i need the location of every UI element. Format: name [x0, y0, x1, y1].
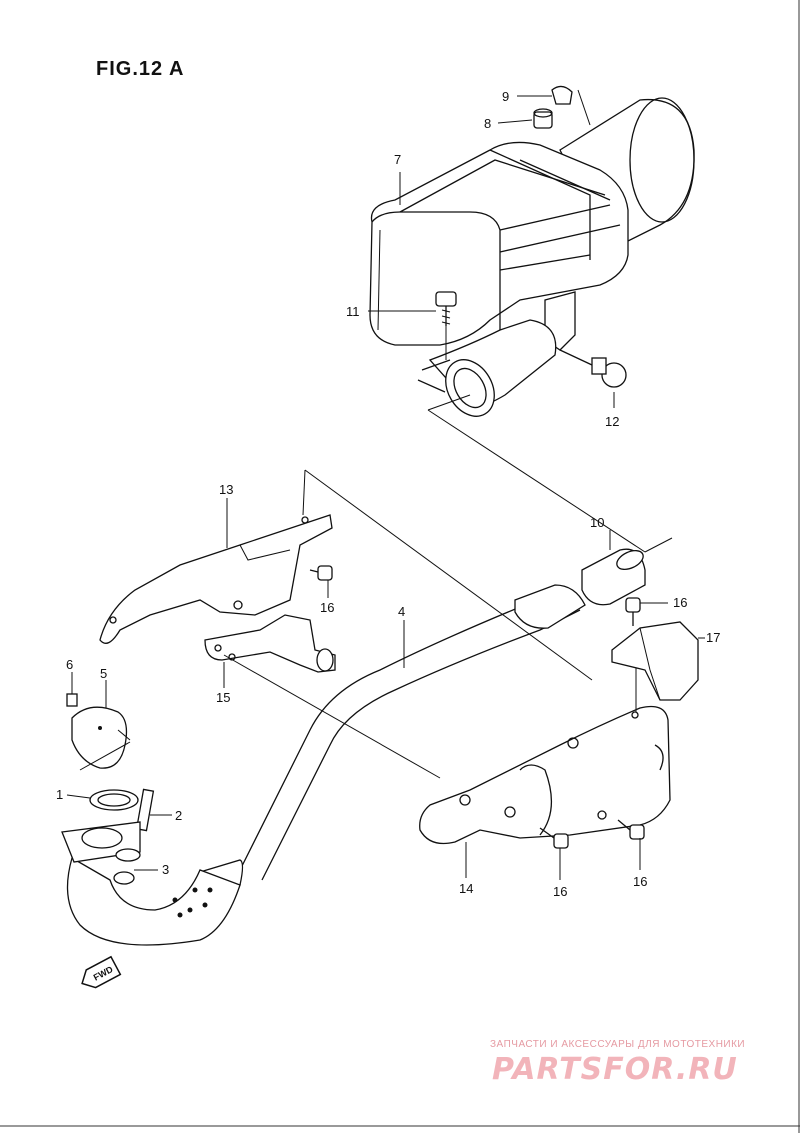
figure-title: FIG.12 A — [96, 58, 185, 80]
callout-5: 5 — [100, 666, 107, 681]
forward-direction-marker: FWD — [81, 955, 122, 989]
bolt-part-16-upper-left[interactable] — [309, 565, 333, 581]
callout-9: 9 — [502, 89, 509, 104]
nut-part-8[interactable] — [533, 108, 553, 129]
stud-part-2[interactable] — [135, 788, 155, 832]
leader-lines — [66, 95, 705, 880]
watermark-logo: PARTSFOR.RU — [492, 1052, 738, 1087]
watermark-caption: ЗАПЧАСТИ И АКСЕССУАРЫ ДЛЯ МОТОТЕХНИКИ — [490, 1039, 746, 1050]
bracket-part-17[interactable] — [611, 621, 699, 701]
assembly-guide-lines — [79, 326, 673, 779]
bolt-part-11[interactable] — [435, 291, 457, 326]
callout-8: 8 — [484, 116, 491, 131]
callout-4: 4 — [398, 604, 405, 619]
heat-shield-part-14[interactable] — [419, 705, 671, 845]
callout-13: 13 — [219, 482, 233, 497]
bolt-part-16-lower-middle[interactable] — [539, 827, 569, 849]
cap-part-9[interactable] — [551, 85, 573, 105]
gasket-part-1[interactable] — [89, 789, 139, 811]
bolt-part-16-lower-right[interactable] — [617, 819, 645, 840]
exhaust-pipe-part-4[interactable] — [66, 584, 586, 946]
screw-part-6[interactable] — [66, 693, 78, 707]
callout-11: 11 — [346, 304, 360, 319]
connector-tube-part-10[interactable] — [581, 547, 646, 606]
bracket-part-15[interactable] — [204, 614, 336, 673]
bolt-part-12[interactable] — [559, 349, 627, 388]
callout-12: 12 — [605, 414, 619, 429]
callout-17: 17 — [706, 630, 720, 645]
muffler-part-7[interactable] — [369, 97, 695, 425]
callout-16-upper-left: 16 — [320, 600, 334, 615]
callout-15: 15 — [216, 690, 230, 705]
callout-16-lower-right: 16 — [633, 874, 647, 889]
callout-14: 14 — [459, 881, 473, 896]
callout-16-lower-middle: 16 — [553, 884, 567, 899]
callout-1: 1 — [56, 787, 63, 802]
callout-10: 10 — [590, 515, 604, 530]
callout-7: 7 — [394, 152, 401, 167]
flange-part-3[interactable] — [61, 821, 141, 885]
callout-3: 3 — [162, 862, 169, 877]
callout-2: 2 — [175, 808, 182, 823]
bracket-part-13[interactable] — [99, 514, 333, 644]
bolt-part-16-upper-right[interactable] — [625, 597, 641, 626]
callout-6: 6 — [66, 657, 73, 672]
callout-16-upper-right: 16 — [673, 595, 687, 610]
